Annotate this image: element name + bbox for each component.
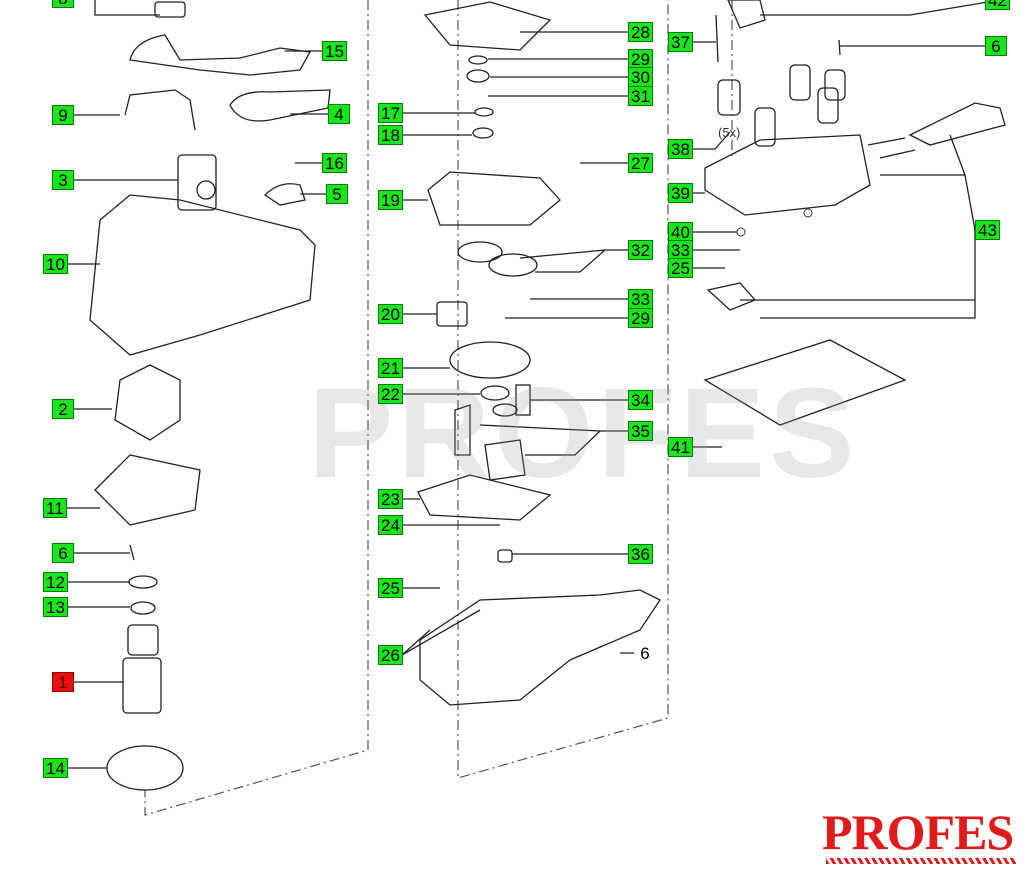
callout-41[interactable]: 41 — [668, 437, 693, 457]
callout-21[interactable]: 21 — [378, 358, 403, 378]
callout-5[interactable]: 5 — [326, 184, 348, 204]
callout-40[interactable]: 40 — [668, 222, 693, 242]
callout-1-highlighted[interactable]: 1 — [52, 672, 74, 692]
callout-2[interactable]: 2 — [52, 399, 74, 419]
logo-underline — [826, 858, 1016, 864]
callout-28[interactable]: 28 — [628, 22, 653, 42]
callout-14[interactable]: 14 — [43, 758, 68, 778]
callout-3[interactable]: 3 — [52, 170, 74, 190]
callout-15[interactable]: 15 — [322, 41, 347, 61]
callout-29-lower[interactable]: 29 — [628, 308, 653, 328]
callout-9[interactable]: 9 — [52, 105, 74, 125]
callout-4[interactable]: 4 — [328, 104, 350, 124]
callout-16[interactable]: 16 — [322, 153, 347, 173]
callout-18[interactable]: 18 — [378, 125, 403, 145]
callout-38[interactable]: 38 — [668, 139, 693, 159]
brand-logo: PROFES — [822, 804, 1014, 860]
callout-12[interactable]: 12 — [43, 572, 68, 592]
callout-6-middle[interactable]: 6 — [634, 643, 656, 663]
callout-25[interactable]: 25 — [378, 578, 403, 598]
callout-17[interactable]: 17 — [378, 103, 403, 123]
callout-22[interactable]: 22 — [378, 384, 403, 404]
watermark: PROFES — [308, 362, 859, 505]
callout-20[interactable]: 20 — [378, 304, 403, 324]
quantity-note: (5x) — [718, 125, 741, 140]
callout-19[interactable]: 19 — [378, 190, 403, 210]
callout-34[interactable]: 34 — [628, 390, 653, 410]
callout-11[interactable]: 11 — [43, 498, 67, 518]
callout-10[interactable]: 10 — [43, 254, 68, 274]
callout-31[interactable]: 31 — [628, 86, 653, 106]
callout-32[interactable]: 32 — [628, 240, 653, 260]
callout-26[interactable]: 26 — [378, 645, 403, 665]
callout-43[interactable]: 43 — [975, 220, 1000, 240]
callout-33[interactable]: 33 — [628, 289, 653, 309]
callout-29[interactable]: 29 — [628, 49, 653, 69]
callout-25-right[interactable]: 25 — [668, 258, 693, 278]
callout-27[interactable]: 27 — [628, 153, 653, 173]
callout-37[interactable]: 37 — [668, 32, 693, 52]
callout-13[interactable]: 13 — [43, 597, 68, 617]
callout-23[interactable]: 23 — [378, 489, 403, 509]
callout-36[interactable]: 36 — [628, 544, 653, 564]
callout-6-right[interactable]: 6 — [985, 36, 1007, 56]
callout-24[interactable]: 24 — [378, 515, 403, 535]
callout-6[interactable]: 6 — [52, 543, 74, 563]
callout-42[interactable]: 42 — [985, 0, 1010, 10]
callout-33-right[interactable]: 33 — [668, 240, 693, 260]
callout-39[interactable]: 39 — [668, 183, 693, 203]
callout-30[interactable]: 30 — [628, 67, 653, 87]
callout-8[interactable]: 8 — [52, 0, 74, 8]
callout-35[interactable]: 35 — [628, 421, 653, 441]
